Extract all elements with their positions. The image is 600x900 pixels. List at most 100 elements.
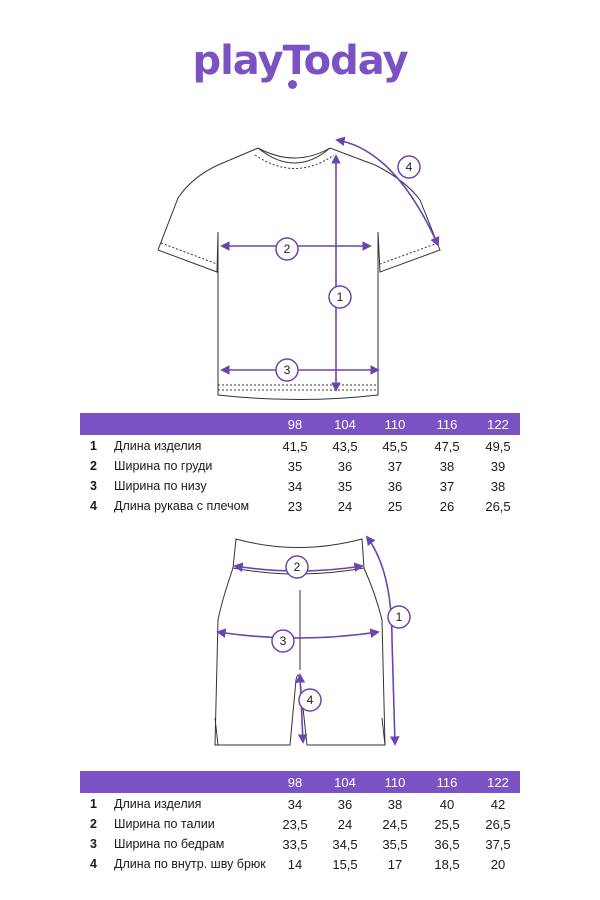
tshirt-measurements bbox=[220, 136, 440, 392]
cell: 26,5 bbox=[485, 499, 511, 514]
cell: 45,5 bbox=[382, 439, 408, 454]
size-header: 116 bbox=[436, 417, 458, 432]
row-label: Длина рукава с плечом bbox=[114, 499, 250, 513]
cell: 47,5 bbox=[434, 439, 460, 454]
cell: 25 bbox=[387, 499, 403, 514]
table-row: 3 Ширина по низу 34 35 36 37 38 bbox=[80, 476, 520, 496]
table-header: 98 104 110 116 122 bbox=[80, 413, 520, 435]
cell: 34,5 bbox=[332, 837, 358, 852]
cell: 38 bbox=[387, 797, 403, 812]
table-row: 4 Длина по внутр. шву брюк 14 15,5 17 18… bbox=[80, 854, 520, 874]
cell: 40 bbox=[439, 797, 455, 812]
size-header: 116 bbox=[436, 775, 458, 790]
row-number: 2 bbox=[90, 817, 97, 831]
table-row: 4 Длина рукава с плечом 23 24 25 26 26,5 bbox=[80, 496, 520, 516]
cell: 38 bbox=[439, 459, 455, 474]
row-label: Ширина по бедрам bbox=[114, 837, 225, 851]
size-header: 110 bbox=[384, 775, 406, 790]
cell: 26 bbox=[439, 499, 455, 514]
row-number: 1 bbox=[90, 797, 97, 811]
cell: 37,5 bbox=[485, 837, 511, 852]
table-row: 3 Ширина по бедрам 33,5 34,5 35,5 36,5 3… bbox=[80, 834, 520, 854]
cell: 35,5 bbox=[382, 837, 408, 852]
cell: 26,5 bbox=[485, 817, 511, 832]
cell: 33,5 bbox=[282, 837, 308, 852]
shorts-size-table: 98 104 110 116 122 1 Длина изделия 34 36… bbox=[80, 771, 520, 874]
tshirt-markers: 1 2 3 4 bbox=[275, 155, 421, 382]
shorts-hip-line bbox=[216, 628, 380, 639]
svg-text:4: 4 bbox=[406, 160, 413, 174]
size-header: 110 bbox=[384, 417, 406, 432]
row-number: 3 bbox=[90, 479, 97, 493]
cell: 37 bbox=[387, 459, 403, 474]
tshirt-drawing bbox=[157, 147, 441, 400]
svg-text:1: 1 bbox=[337, 290, 344, 304]
cell: 25,5 bbox=[434, 817, 460, 832]
row-label: Длина изделия bbox=[114, 439, 202, 453]
svg-text:1: 1 bbox=[396, 610, 403, 624]
cell: 36 bbox=[337, 459, 353, 474]
tshirt-marker-2: 2 bbox=[275, 237, 299, 261]
row-number: 4 bbox=[90, 499, 97, 513]
cell: 23,5 bbox=[282, 817, 308, 832]
cell: 35 bbox=[337, 479, 353, 494]
cell: 36 bbox=[387, 479, 403, 494]
svg-text:2: 2 bbox=[294, 560, 301, 574]
brand-logo: playToday bbox=[192, 38, 408, 84]
tshirt-marker-1: 1 bbox=[328, 285, 352, 309]
svg-text:3: 3 bbox=[280, 634, 287, 648]
cell: 24,5 bbox=[382, 817, 408, 832]
shorts-length-line bbox=[365, 535, 400, 746]
cell: 14 bbox=[287, 857, 303, 872]
cell: 24 bbox=[337, 817, 353, 832]
shorts-markers: 1 2 3 4 bbox=[271, 555, 411, 712]
table-row: 1 Длина изделия 34 36 38 40 42 bbox=[80, 794, 520, 814]
cell: 34 bbox=[287, 797, 303, 812]
size-header: 98 bbox=[287, 775, 303, 790]
svg-text:3: 3 bbox=[284, 363, 291, 377]
tshirt-sleeve-line bbox=[335, 136, 440, 247]
shorts-marker-1: 1 bbox=[387, 605, 411, 629]
tshirt-marker-3: 3 bbox=[275, 358, 299, 382]
svg-text:4: 4 bbox=[307, 693, 314, 707]
row-number: 4 bbox=[90, 857, 97, 871]
cell: 38 bbox=[490, 479, 506, 494]
row-label: Ширина по низу bbox=[114, 479, 207, 493]
logo-dot bbox=[288, 80, 297, 89]
cell: 43,5 bbox=[332, 439, 358, 454]
cell: 37 bbox=[439, 479, 455, 494]
size-header: 104 bbox=[334, 417, 356, 432]
cell: 36,5 bbox=[434, 837, 460, 852]
size-header: 122 bbox=[487, 417, 509, 432]
shorts-marker-2: 2 bbox=[285, 555, 309, 579]
cell: 36 bbox=[337, 797, 353, 812]
tshirt-size-table: 98 104 110 116 122 1 Длина изделия 41,5 … bbox=[80, 413, 520, 516]
table-row: 2 Ширина по груди 35 36 37 38 39 bbox=[80, 456, 520, 476]
table-header: 98 104 110 116 122 bbox=[80, 771, 520, 793]
cell: 41,5 bbox=[282, 439, 308, 454]
cell: 42 bbox=[490, 797, 506, 812]
svg-text:2: 2 bbox=[284, 242, 291, 256]
row-number: 3 bbox=[90, 837, 97, 851]
size-header: 98 bbox=[287, 417, 303, 432]
table-row: 2 Ширина по талии 23,5 24 24,5 25,5 26,5 bbox=[80, 814, 520, 834]
tshirt-marker-4: 4 bbox=[397, 155, 421, 179]
size-header: 122 bbox=[487, 775, 509, 790]
shorts-inseam-line bbox=[295, 673, 308, 744]
row-label: Ширина по груди bbox=[114, 459, 213, 473]
row-label: Ширина по талии bbox=[114, 817, 215, 831]
cell: 49,5 bbox=[485, 439, 511, 454]
cell: 24 bbox=[337, 499, 353, 514]
cell: 35 bbox=[287, 459, 303, 474]
table-row: 1 Длина изделия 41,5 43,5 45,5 47,5 49,5 bbox=[80, 436, 520, 456]
row-label: Длина изделия bbox=[114, 797, 202, 811]
size-header: 104 bbox=[334, 775, 356, 790]
cell: 39 bbox=[490, 459, 506, 474]
cell: 15,5 bbox=[332, 857, 358, 872]
cell: 23 bbox=[287, 499, 303, 514]
cell: 34 bbox=[287, 479, 303, 494]
cell: 18,5 bbox=[434, 857, 460, 872]
cell: 20 bbox=[490, 857, 506, 872]
row-number: 2 bbox=[90, 459, 97, 473]
